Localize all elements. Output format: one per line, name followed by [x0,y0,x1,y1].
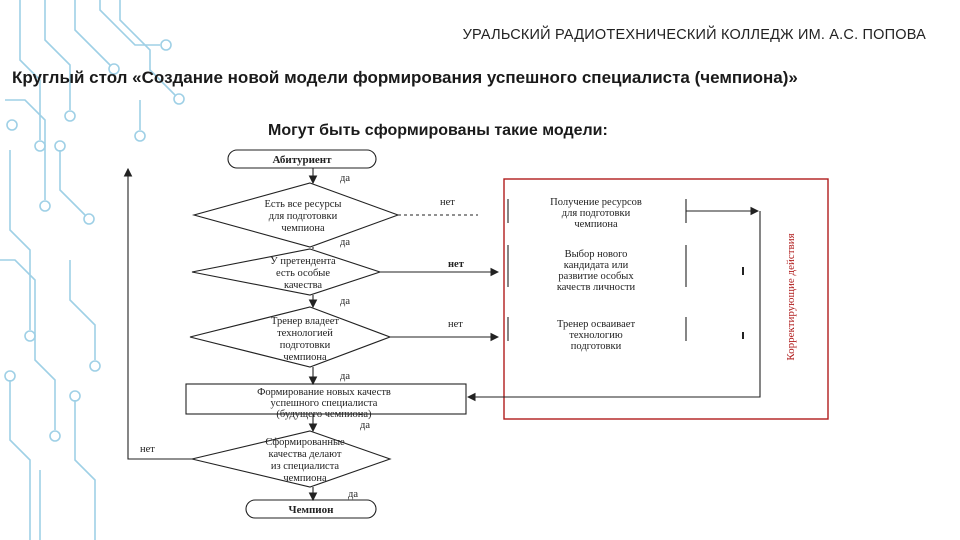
no-label-1: нет [440,197,455,208]
yes-label-3: да [340,296,350,307]
action-2-line-1: Выбор нового [565,249,628,260]
action-3-line-2: технологию [569,330,623,341]
end-label: Чемпион [289,504,335,516]
action-2-line-3: развитие особых [558,271,634,282]
action-1-line-1: Получение ресурсов [550,197,642,208]
no-label-3: нет [448,319,463,330]
corrective-actions-label: Корректирующие действия [785,233,797,360]
process-line-1: Формирование новых качеств [257,387,391,398]
decision-4-line-1: Сформированные [265,437,345,448]
no-label-2: нет [448,259,465,270]
flowchart: Абитуриент Чемпион Есть все ресурсы для … [118,147,842,527]
action-3-line-3: подготовки [571,341,622,352]
action-1-line-3: чемпиона [574,219,618,230]
yes-label-2: да [340,237,350,248]
action-3-line-1: Тренер осваивает [557,319,635,330]
yes-label-6: да [348,489,358,500]
decision-1-line-2: для подготовки [269,211,338,222]
yes-label-4: да [340,371,350,382]
corrective-frame [504,179,828,419]
action-1-line-2: для подготовки [562,208,631,219]
slide-subtitle: Могут быть сформированы такие модели: [268,122,608,140]
decision-2-line-3: качества [284,280,322,291]
process-line-2: успешного специалиста [271,398,378,409]
decision-3-line-2: технологией [277,328,333,339]
decision-2-line-2: есть особые [276,268,330,279]
start-label: Абитуриент [272,154,332,166]
decision-4-line-4: чемпиона [283,473,327,484]
decision-4-line-3: из специалиста [271,461,340,472]
process-line-3: (будущего чемпиона) [276,409,372,420]
yes-label-1: да [340,173,350,184]
decision-2-line-1: У претендента [270,256,336,267]
yes-label-5: да [360,420,370,431]
page-title: Круглый стол «Создание новой модели форм… [12,68,798,88]
decision-4-line-2: качества делают [269,449,342,460]
action-2-line-4: качеств личности [557,282,636,293]
no-label-4: нет [140,444,155,455]
decision-3-line-4: чемпиона [283,352,327,363]
decision-3-line-3: подготовки [280,340,331,351]
college-name: УРАЛЬСКИЙ РАДИОТЕХНИЧЕСКИЙ КОЛЛЕДЖ ИМ. А… [463,27,926,43]
decision-3-line-1: Тренер владеет [271,316,339,327]
decision-1-line-1: Есть все ресурсы [265,199,342,210]
decision-1-line-3: чемпиона [281,223,325,234]
action-2-line-2: кандидата или [564,260,629,271]
